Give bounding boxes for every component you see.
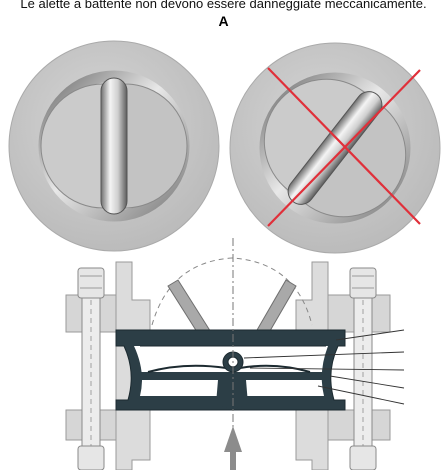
caption-text: Le alette a battente non devono essere d… — [20, 0, 427, 11]
valve-disc-correct — [8, 40, 220, 252]
panel-label: A — [218, 13, 229, 29]
leader-lines — [243, 329, 405, 405]
left-flange — [65, 261, 151, 470]
valve-cross-section — [65, 238, 405, 470]
flow-arrow — [224, 426, 242, 470]
valve-disc-damaged — [229, 42, 441, 254]
damage-cross-icon — [267, 67, 421, 227]
